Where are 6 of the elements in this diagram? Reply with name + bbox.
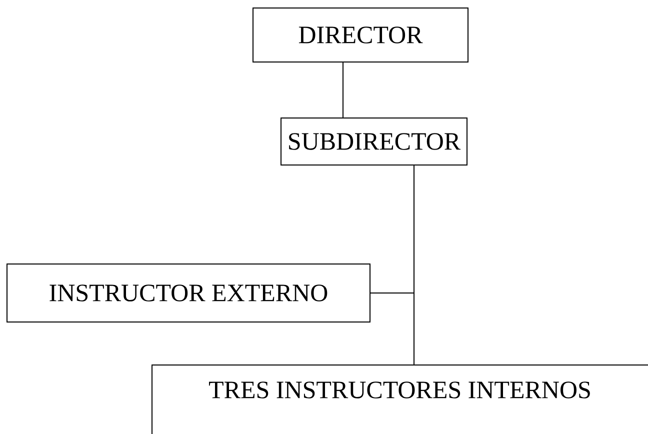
- title-box: DIRECTOR: [252, 8, 468, 62]
- connector-line: [370, 292, 414, 365]
- title-box: INSTRUCTOR EXTERNO: [6, 264, 370, 322]
- open-box: TRES INSTRUCTORES INTERNOS: [152, 364, 648, 434]
- title-box: SUBDIRECTOR: [280, 118, 468, 166]
- connector-line: [342, 62, 344, 118]
